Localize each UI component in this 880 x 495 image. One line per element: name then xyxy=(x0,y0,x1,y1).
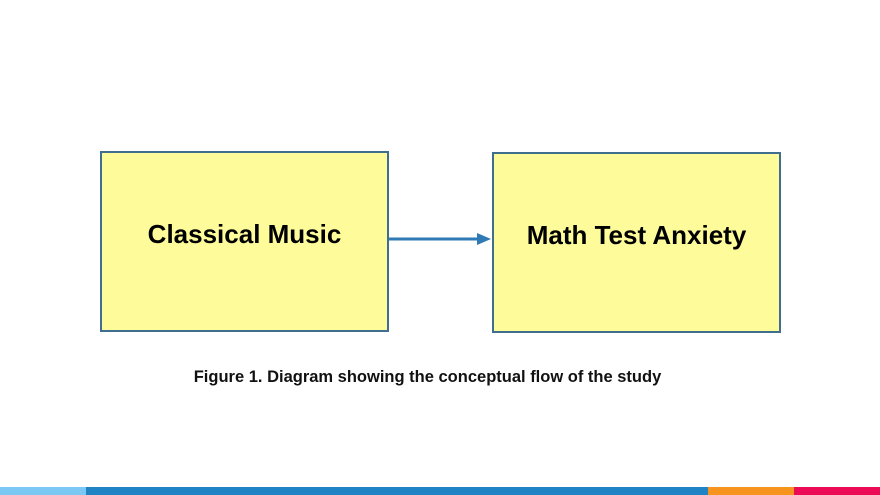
footer-bar-segment xyxy=(794,487,880,495)
footer-bar-segment xyxy=(708,487,794,495)
node-math-test-anxiety: Math Test Anxiety xyxy=(492,152,781,333)
figure-caption: Figure 1. Diagram showing the conceptual… xyxy=(193,368,662,386)
arrow-right-icon xyxy=(389,233,491,245)
node-label: Math Test Anxiety xyxy=(526,220,747,250)
footer-bar-segment xyxy=(86,487,708,495)
node-label: Classical Music xyxy=(147,219,342,249)
footer-bar-segment xyxy=(0,487,86,495)
node-classical-music: Classical Music xyxy=(100,151,389,332)
